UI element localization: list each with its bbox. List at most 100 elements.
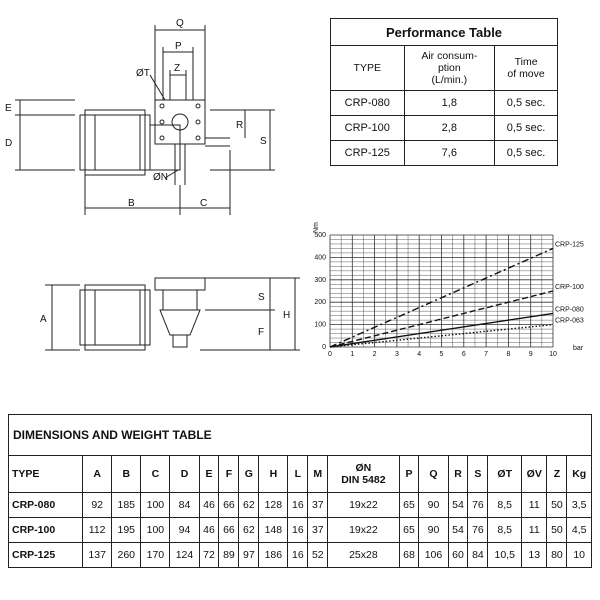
dim-label-a: A (40, 314, 47, 325)
series-line (329, 290, 554, 348)
performance-table-title: Performance Table (330, 18, 558, 46)
dimensions-header-cell: TYPE (7, 455, 84, 493)
dimensions-cell: 16 (287, 492, 309, 518)
dimensions-cell: 65 (398, 492, 420, 518)
dim-label-e: E (5, 103, 12, 114)
performance-header-air: Air consum-ption(L/min.) (403, 45, 496, 91)
dimensions-cell: 8,5 (487, 492, 523, 518)
performance-cell: 0,5 sec. (494, 90, 558, 116)
dimensions-header-cell: R (447, 455, 469, 493)
dimensions-header-cell: E (198, 455, 220, 493)
dim-label-z: Z (174, 63, 180, 74)
side-view-drawing: A S F H (40, 277, 300, 351)
dimensions-header-cell: C (140, 455, 171, 493)
performance-cell: 7,6 (403, 140, 496, 166)
dimensions-cell: 66 (218, 517, 240, 543)
dimensions-header-cell: F (218, 455, 240, 493)
dimensions-cell: CRP-125 (7, 542, 84, 568)
performance-cell: 1,8 (403, 90, 496, 116)
dimensions-cell: 84 (467, 542, 489, 568)
x-tick-label: 4 (417, 351, 421, 358)
y-tick-label: 200 (314, 299, 326, 306)
dim-label-b: B (128, 198, 135, 209)
series-line (329, 323, 554, 348)
x-tick-label: 5 (440, 351, 444, 358)
y-tick-label: 300 (314, 277, 326, 284)
performance-cell: 0,5 sec. (494, 140, 558, 166)
series-label: CRP-080 (555, 306, 584, 313)
dimensions-cell: 97 (238, 542, 260, 568)
dimensions-cell: 25x28 (327, 542, 400, 568)
dimensions-cell: 112 (82, 517, 113, 543)
dimensions-cell: 11 (521, 492, 548, 518)
dimensions-cell: 89 (218, 542, 240, 568)
dimensions-cell: 148 (258, 517, 289, 543)
dimensions-cell: 90 (418, 517, 449, 543)
dimensions-header-cell: M (307, 455, 329, 493)
dimensions-cell: 19x22 (327, 492, 400, 518)
dimensions-header-cell: L (287, 455, 309, 493)
dimensions-header-cell: ØV (521, 455, 548, 493)
dim-label-c: C (200, 198, 207, 209)
performance-cell: 0,5 sec. (494, 115, 558, 141)
y-tick-label: 0 (322, 344, 326, 351)
dimensions-cell: 76 (467, 492, 489, 518)
x-axis-label: bar (573, 345, 584, 352)
dimensions-cell: 37 (307, 517, 329, 543)
series-label: CRP-125 (555, 241, 584, 248)
dim-label-r: R (236, 120, 243, 131)
dimensions-header-cell: Kg (566, 455, 592, 493)
dimensions-cell: 46 (198, 492, 220, 518)
dimensions-cell: 54 (447, 492, 469, 518)
dimensions-header-cell: A (82, 455, 113, 493)
dimensions-cell: 10 (566, 542, 592, 568)
dimensions-header-cell: D (169, 455, 200, 493)
top-view-drawing: Q P Z ØT E D R S ØN B C (5, 18, 275, 215)
performance-cell: CRP-080 (330, 90, 405, 116)
dimensions-cell: 94 (169, 517, 200, 543)
dimensions-cell: 100 (140, 492, 171, 518)
dim-label-q: Q (176, 18, 184, 29)
dimensions-cell: 66 (218, 492, 240, 518)
dimensions-cell: 170 (140, 542, 171, 568)
y-tick-label: 100 (314, 322, 326, 329)
dimensions-cell: 16 (287, 542, 309, 568)
dimensions-header-cell: B (111, 455, 142, 493)
dimensions-cell: 106 (418, 542, 449, 568)
dim-label-n: ØN (153, 172, 168, 183)
dimensions-header-cell: H (258, 455, 289, 493)
performance-cell: 2,8 (403, 115, 496, 141)
dimensions-cell: 50 (546, 492, 568, 518)
dimensions-cell: 3,5 (566, 492, 592, 518)
dimensions-cell: 76 (467, 517, 489, 543)
x-tick-label: 6 (462, 351, 466, 358)
dimensions-cell: 137 (82, 542, 113, 568)
dimensions-cell: 128 (258, 492, 289, 518)
dim-label-side-s: S (258, 292, 265, 303)
dimensions-cell: 124 (169, 542, 200, 568)
dimensions-cell: 19x22 (327, 517, 400, 543)
dimensions-cell: 52 (307, 542, 329, 568)
dimensions-cell: 90 (418, 492, 449, 518)
dimensions-cell: 195 (111, 517, 142, 543)
dimensions-cell: 68 (398, 542, 420, 568)
dimensions-cell: 16 (287, 517, 309, 543)
dimensions-cell: 260 (111, 542, 142, 568)
dimensions-cell: 37 (307, 492, 329, 518)
dimensions-cell: 46 (198, 517, 220, 543)
series-label: CRP-100 (555, 284, 584, 291)
x-tick-label: 8 (506, 351, 510, 358)
dim-label-s: S (260, 136, 267, 147)
dimensions-cell: 10,5 (487, 542, 523, 568)
x-tick-label: 10 (549, 351, 557, 358)
dimensions-cell: 50 (546, 517, 568, 543)
y-tick-label: 500 (314, 232, 326, 239)
dimensions-cell: 54 (447, 517, 469, 543)
